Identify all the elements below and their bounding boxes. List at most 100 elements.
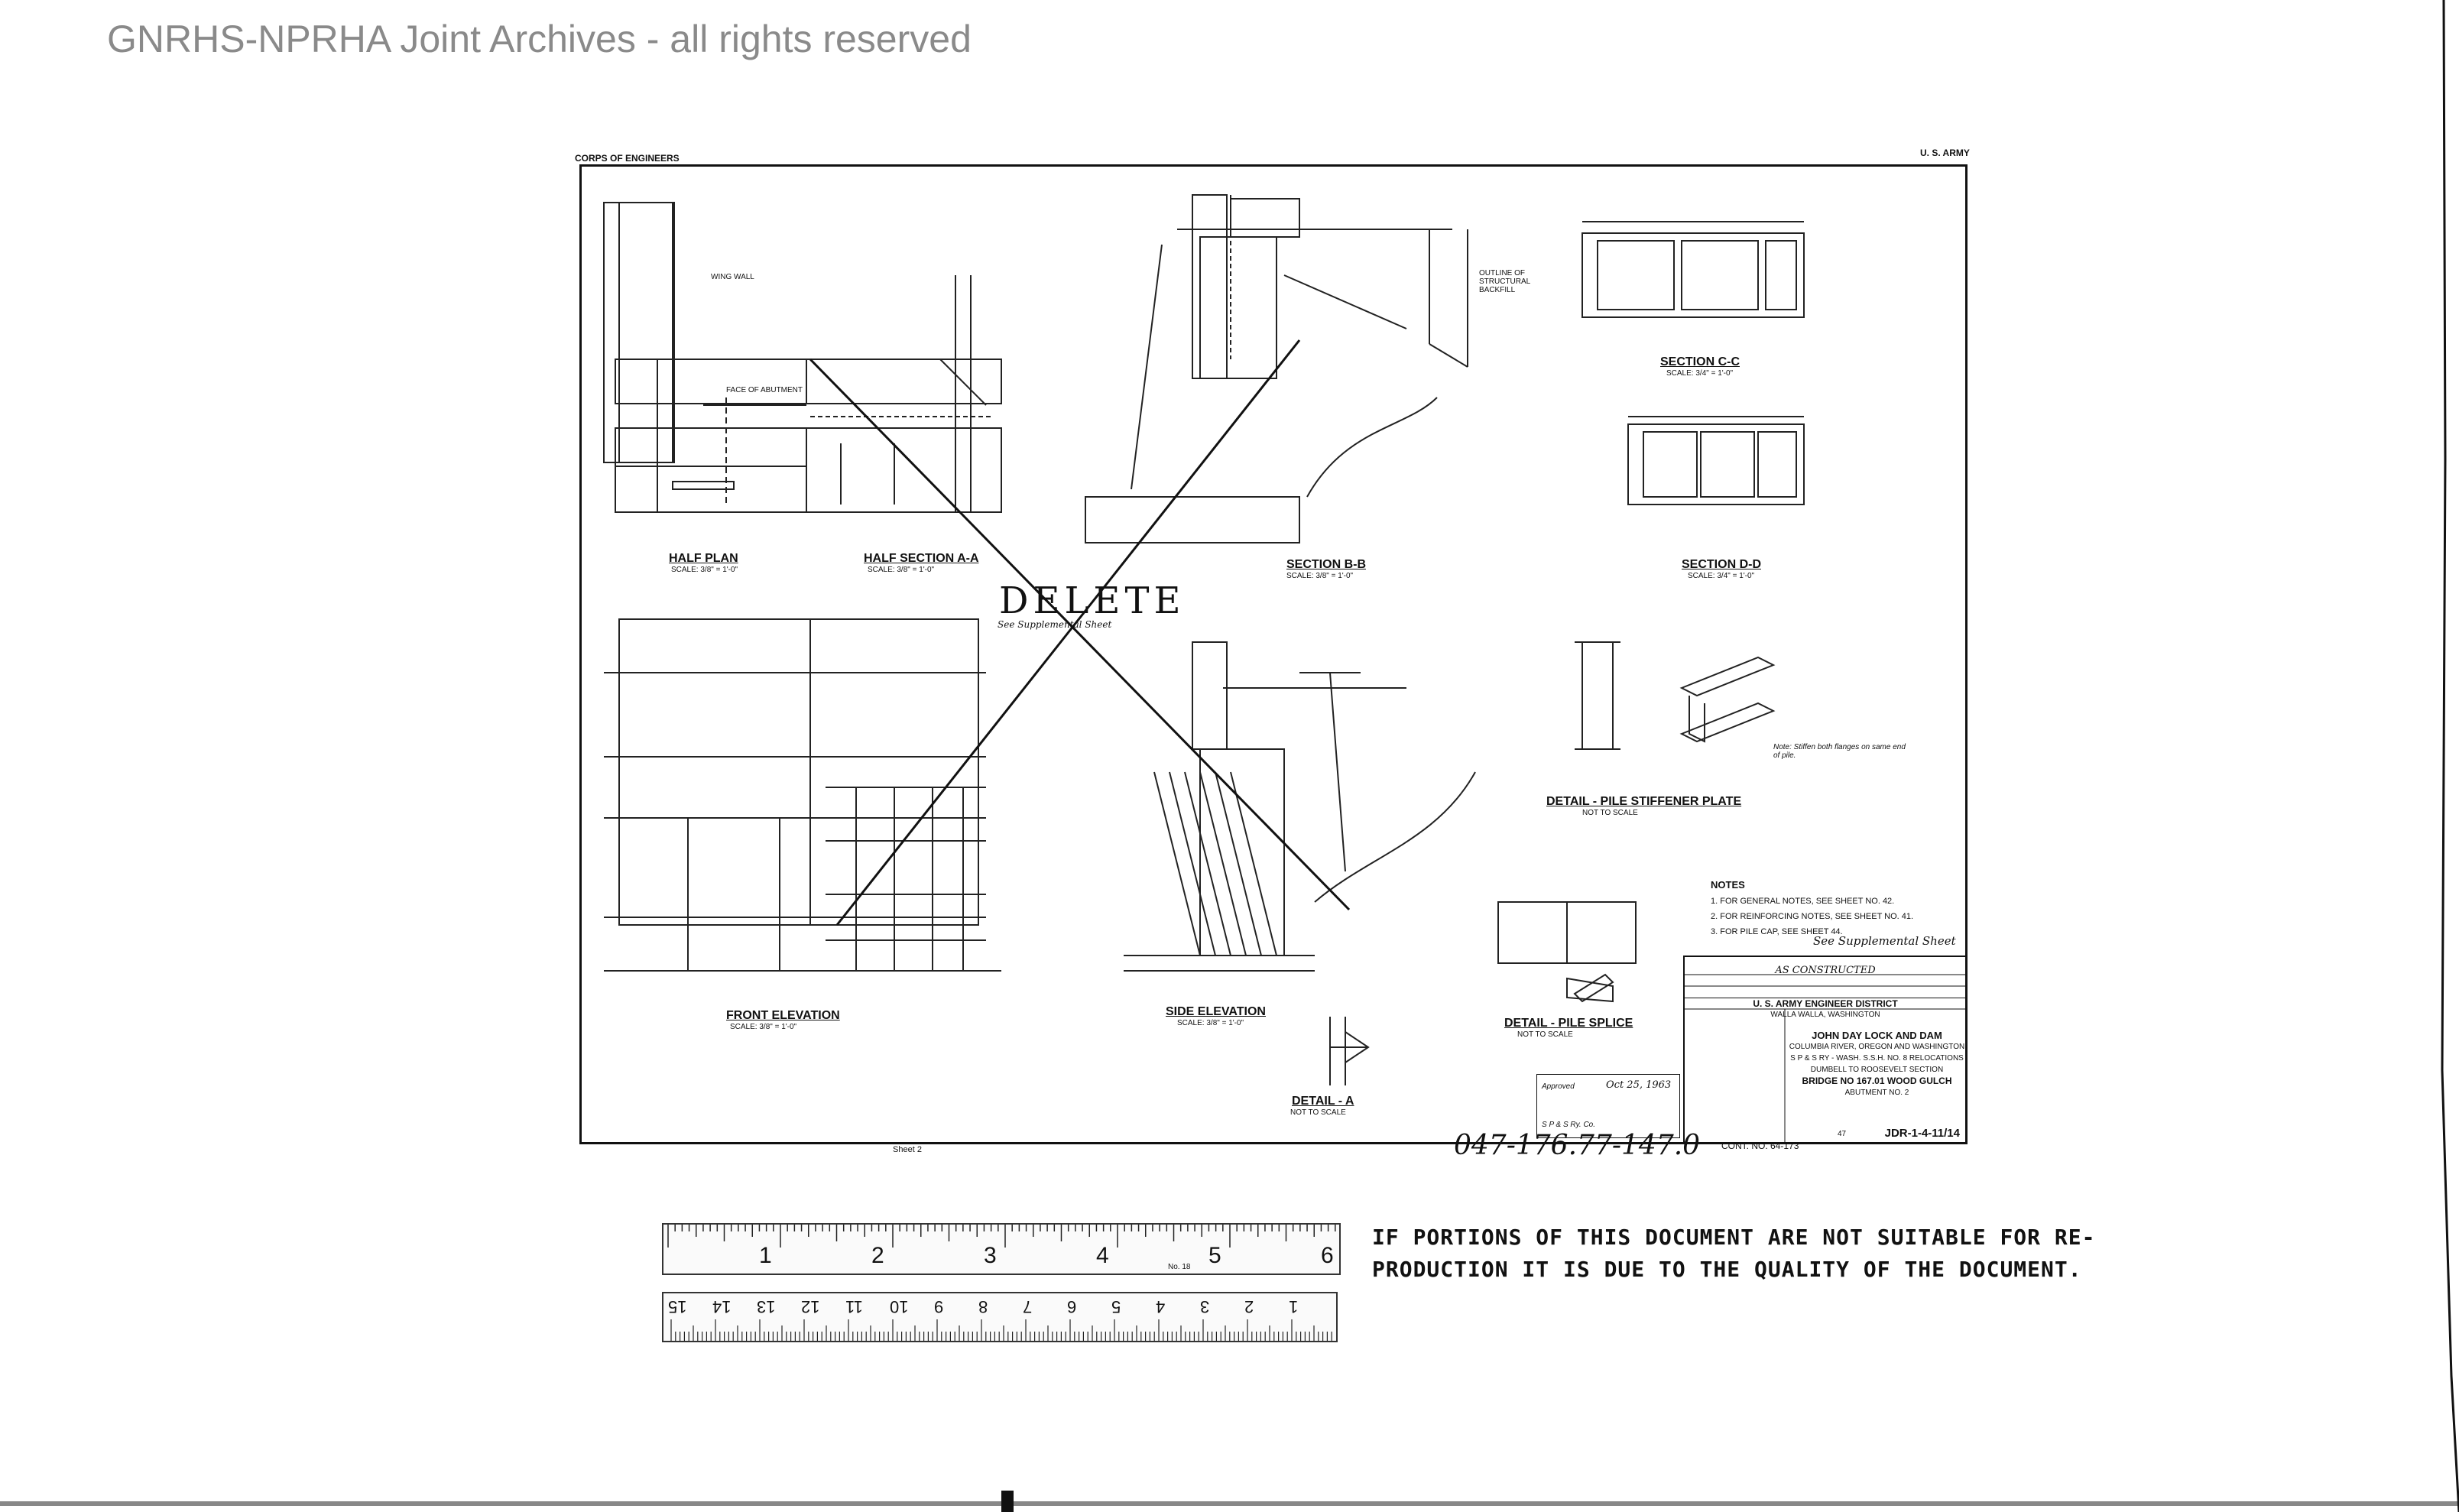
ruler-cm-number: 2 <box>1244 1297 1254 1316</box>
ruler-cm-number: 4 <box>1156 1297 1166 1316</box>
detail-stiffener-scale: NOT TO SCALE <box>1582 809 1638 817</box>
drawing-number: JDR-1-4-11/14 <box>1884 1127 1960 1140</box>
detail-a-drawing <box>1329 1017 1370 1085</box>
scan-edge-artifact <box>0 1491 2459 1512</box>
section-dd-drawing <box>1627 416 1805 505</box>
drawing-sheet <box>579 164 1968 1144</box>
half-section-title: HALF SECTION A-A <box>864 552 979 565</box>
half-plan-drawing <box>603 202 807 513</box>
archive-watermark: GNRHS-NPRHA Joint Archives - all rights … <box>107 18 972 60</box>
supplemental-note-lower: See Supplemental Sheet <box>1813 934 1956 948</box>
ruler-number: 2 <box>871 1243 884 1268</box>
ruler-cm-number: 10 <box>890 1297 909 1316</box>
half-section-drawing <box>806 275 1002 513</box>
supplemental-note-upper: See Supplemental Sheet <box>998 619 1112 630</box>
side-elevation-title: SIDE ELEVATION <box>1166 1005 1266 1018</box>
detail-splice-scale: NOT TO SCALE <box>1517 1030 1573 1039</box>
section-bb-scale: SCALE: 3/8" = 1'-0" <box>1286 572 1354 580</box>
side-elevation-scale: SCALE: 3/8" = 1'-0" <box>1177 1019 1244 1027</box>
scan-right-edge <box>2441 0 2459 1512</box>
abutment-name: ABUTMENT NO. 2 <box>1844 1089 1909 1097</box>
ruler-inch-ticks <box>667 1225 1336 1248</box>
detail-stiffener-title: DETAIL - PILE STIFFENER PLATE <box>1546 795 1742 808</box>
section-dd-scale: SCALE: 3/4" = 1'-0" <box>1688 572 1755 580</box>
project-info: JOHN DAY LOCK AND DAM COLUMBIA RIVER, OR… <box>1788 1030 1966 1098</box>
approval-date: Oct 25, 1963 <box>1606 1079 1672 1091</box>
ruler-mark: No. 18 <box>1168 1263 1191 1271</box>
side-elevation-drawing <box>1124 641 1476 972</box>
project-relocations: S P & S RY - WASH. S.S.H. NO. 8 RELOCATI… <box>1790 1054 1964 1063</box>
half-plan-title: HALF PLAN <box>669 552 738 565</box>
reproduction-notice: IF PORTIONS OF THIS DOCUMENT ARE NOT SUI… <box>1372 1222 2095 1286</box>
section-bb-title: SECTION B-B <box>1286 558 1366 571</box>
detail-splice-title: DETAIL - PILE SPLICE <box>1504 1017 1633 1030</box>
title-block: AS CONSTRUCTED U. S. ARMY ENGINEER DISTR… <box>1683 956 1968 1144</box>
ruler-number: 4 <box>1096 1243 1109 1268</box>
contract-number: CONT. NO. 64-173 <box>1721 1140 1799 1151</box>
ruler-cm-number: 11 <box>845 1297 863 1316</box>
section-cc-scale: SCALE: 3/4" = 1'-0" <box>1666 369 1734 378</box>
ruler-cm-ticks <box>670 1319 1332 1341</box>
backfill-outline-label: OUTLINE OF STRUCTURAL BACKFILL <box>1479 269 1530 294</box>
section-cc-title: SECTION C-C <box>1660 355 1740 368</box>
delete-stamp: DELETE <box>999 579 1186 622</box>
ruler-cm-number: 3 <box>1200 1297 1210 1316</box>
ruler-cm-number: 13 <box>757 1297 776 1316</box>
notes-title: NOTES <box>1711 879 1745 891</box>
notes-block: NOTES 1. FOR GENERAL NOTES, SEE SHEET NO… <box>1711 878 1913 939</box>
ruler-cm-number: 5 <box>1111 1297 1121 1316</box>
detail-stiffener-drawing <box>1575 641 1776 750</box>
district-location: WALLA WALLA, WASHINGTON <box>1770 1011 1880 1019</box>
sheet-value: 2 <box>916 1145 922 1154</box>
approval-org: S P & S Ry. Co. <box>1542 1121 1596 1129</box>
district-name: U. S. ARMY ENGINEER DISTRICT <box>1685 998 1966 1009</box>
approval-stamp: Approved Oct 25, 1963 S P & S Ry. Co. <box>1536 1074 1680 1138</box>
sheet-number: 47 <box>1838 1130 1847 1138</box>
front-elevation-title: FRONT ELEVATION <box>726 1009 840 1022</box>
ruler-cm-number: 15 <box>668 1297 687 1316</box>
project-river: COLUMBIA RIVER, OREGON AND WASHINGTON <box>1789 1043 1965 1051</box>
project-name: JOHN DAY LOCK AND DAM <box>1812 1030 1942 1041</box>
half-plan-scale: SCALE: 3/8" = 1'-0" <box>671 566 738 574</box>
sheet-label: Sheet 2 <box>893 1145 922 1154</box>
front-elevation-scale: SCALE: 3/8" = 1'-0" <box>730 1023 797 1031</box>
file-number: 047-176.77-147.0 <box>1454 1130 1701 1161</box>
section-dd-title: SECTION D-D <box>1682 558 1761 571</box>
ruler-number: 5 <box>1208 1243 1221 1268</box>
ruler-number: 3 <box>984 1243 997 1268</box>
detail-a-title: DETAIL - A <box>1292 1095 1354 1108</box>
notice-line: IF PORTIONS OF THIS DOCUMENT ARE NOT SUI… <box>1372 1225 2096 1250</box>
agency-label: CORPS OF ENGINEERS <box>575 153 680 164</box>
revision-note: AS CONSTRUCTED <box>1775 965 1876 976</box>
sheet-word: Sheet <box>893 1145 915 1154</box>
face-of-abutment-label: FACE OF ABUTMENT <box>726 386 803 394</box>
note-item: 3. FOR PILE CAP, SEE SHEET 44. <box>1711 927 1843 936</box>
delete-cross-line-1 <box>809 358 1351 911</box>
project-section: DUMBELL TO ROOSEVELT SECTION <box>1810 1066 1944 1074</box>
ruler-inches: 1 2 3 4 5 6 No. 18 <box>662 1223 1341 1275</box>
delete-cross-line-2 <box>835 339 1301 926</box>
ruler-cm-number: 12 <box>801 1297 820 1316</box>
ruler-cm-number: 1 <box>1289 1297 1299 1316</box>
ruler-cm-number: 7 <box>1023 1297 1033 1316</box>
section-bb-drawing <box>1085 194 1468 543</box>
half-section-scale: SCALE: 3/8" = 1'-0" <box>868 566 935 574</box>
detail-splice-drawing <box>1497 901 1637 1003</box>
note-item: 1. FOR GENERAL NOTES, SEE SHEET NO. 42. <box>1711 897 1895 906</box>
ruler-cm-number: 9 <box>934 1297 944 1316</box>
ruler-number: 6 <box>1321 1243 1334 1268</box>
note-item: 2. FOR REINFORCING NOTES, SEE SHEET NO. … <box>1711 912 1914 921</box>
approval-label: Approved <box>1542 1082 1575 1091</box>
front-elevation-drawing <box>604 618 1001 972</box>
section-cc-drawing <box>1581 221 1805 318</box>
ruler-number: 1 <box>759 1243 772 1268</box>
notice-line: PRODUCTION IT IS DUE TO THE QUALITY OF T… <box>1372 1257 2082 1282</box>
wing-wall-label: WING WALL <box>711 273 754 281</box>
army-label: U. S. ARMY <box>1920 148 1970 158</box>
ruler-cm-number: 8 <box>978 1297 988 1316</box>
stiffener-note: Note: Stiffen both flanges on same end o… <box>1773 743 1906 760</box>
bridge-name: BRIDGE NO 167.01 WOOD GULCH <box>1802 1076 1952 1086</box>
detail-a-scale: NOT TO SCALE <box>1290 1108 1346 1117</box>
